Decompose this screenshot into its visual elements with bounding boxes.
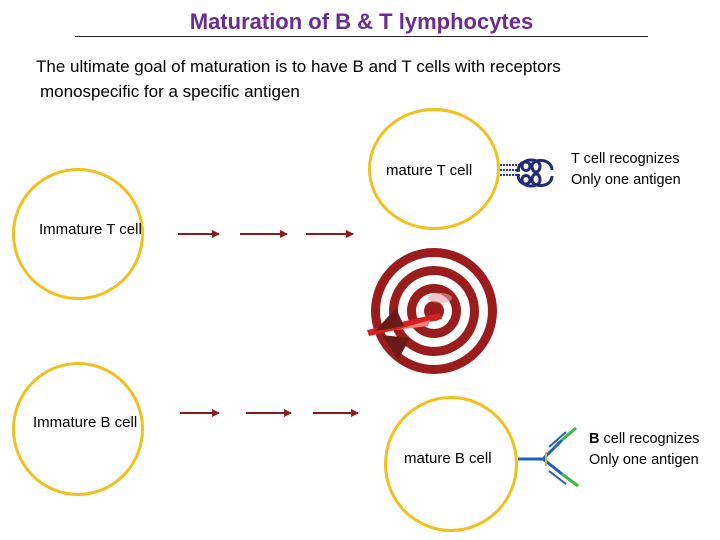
b-cell-receptor-icon [518,426,579,488]
t-note-line-2: Only one antigen [571,172,681,188]
target-icon [371,248,497,374]
b-note-line-1-rest: cell recognizes [599,431,700,447]
intro-line-2: monospecific for a specific antigen [40,82,300,101]
immature-b-cell-label: Immature B cell [33,414,138,431]
b-cell-note: B cell recognizes Only one antigen [589,429,699,471]
b-note-line-2: Only one antigen [589,452,699,468]
immature-b-cell-circle [12,362,144,496]
dart-icon [367,308,442,360]
t-cell-receptor-icon [500,158,554,188]
immature-t-cell-label: Immature T cell [39,221,142,238]
mature-b-cell-label: mature B cell [404,450,492,467]
mature-b-cell-circle [384,396,518,532]
t-note-line-1: T cell recognizes [571,151,680,167]
intro-line-1: The ultimate goal of maturation is to ha… [36,57,561,76]
b-note-bold: B [589,431,600,447]
intro-text: The ultimate goal of maturation is to ha… [36,54,696,104]
t-cell-note: T cell recognizes Only one antigen [571,149,681,191]
page-title: Maturation of B & T lymphocytes [75,8,648,37]
immature-t-cell-circle [12,168,144,300]
mature-t-cell-label: mature T cell [386,162,473,179]
mature-t-cell-circle [368,108,500,230]
